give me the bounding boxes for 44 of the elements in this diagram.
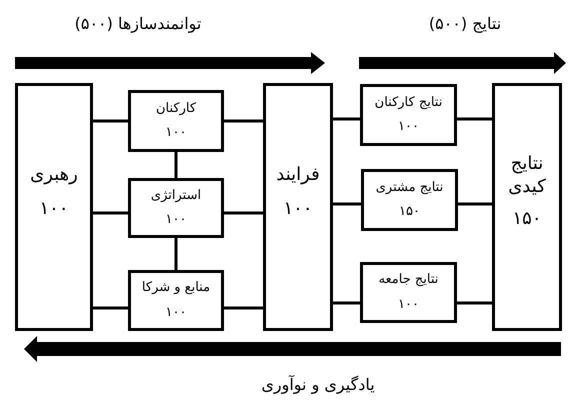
box-title: کارکنان bbox=[156, 100, 196, 117]
category-box bbox=[360, 262, 457, 323]
category-box bbox=[263, 83, 333, 331]
box-title: نتایج جامعه bbox=[378, 272, 438, 288]
score-value: ۱۰۰ bbox=[166, 304, 186, 321]
score-value: ۱۵۰ bbox=[512, 208, 542, 231]
box-title: منابع و شرکا bbox=[142, 280, 210, 296]
connector-line bbox=[333, 202, 361, 206]
connector-line bbox=[333, 118, 360, 120]
box-title: فرایند bbox=[276, 164, 320, 186]
score-value: ۱۰۰ bbox=[39, 198, 68, 220]
box-title: نتایج مشتری bbox=[376, 180, 444, 196]
category-box bbox=[492, 83, 562, 331]
category-box bbox=[128, 178, 224, 238]
box-title: نتایج کارکنان bbox=[374, 94, 442, 111]
section-heading: یادگیری و نوآوری bbox=[261, 375, 375, 395]
connector-line bbox=[457, 118, 492, 120]
connector-line bbox=[458, 202, 492, 206]
category-box bbox=[128, 90, 224, 152]
connector-line bbox=[224, 306, 263, 310]
score-value: ۱۰۰ bbox=[398, 119, 419, 136]
section-heading: توانمندسازها (۵۰۰) bbox=[74, 14, 202, 34]
score-value: ۱۰۰ bbox=[166, 125, 186, 142]
connector-line bbox=[174, 238, 178, 270]
connector-line bbox=[93, 212, 128, 214]
category-box bbox=[128, 270, 224, 331]
connector-line bbox=[457, 302, 492, 304]
box-title: استراتژی bbox=[150, 188, 202, 204]
box-title: رهبری bbox=[30, 164, 78, 186]
score-value: ۱۰۰ bbox=[166, 212, 186, 228]
category-box bbox=[15, 83, 93, 331]
connector-line bbox=[224, 120, 263, 122]
section-heading: نتایج (۵۰۰) bbox=[428, 14, 502, 34]
connector-line bbox=[333, 302, 360, 304]
score-value: ۱۰۰ bbox=[283, 198, 312, 220]
category-box bbox=[360, 84, 457, 146]
category-box bbox=[361, 169, 458, 231]
score-value: ۱۰۰ bbox=[398, 296, 419, 313]
connector-line bbox=[93, 120, 128, 122]
connector-line bbox=[93, 306, 128, 310]
connector-line bbox=[174, 152, 178, 178]
connector-line bbox=[224, 212, 263, 214]
box-title: نتایج کیدی bbox=[507, 153, 547, 198]
score-value: ۱۵۰ bbox=[399, 204, 420, 220]
